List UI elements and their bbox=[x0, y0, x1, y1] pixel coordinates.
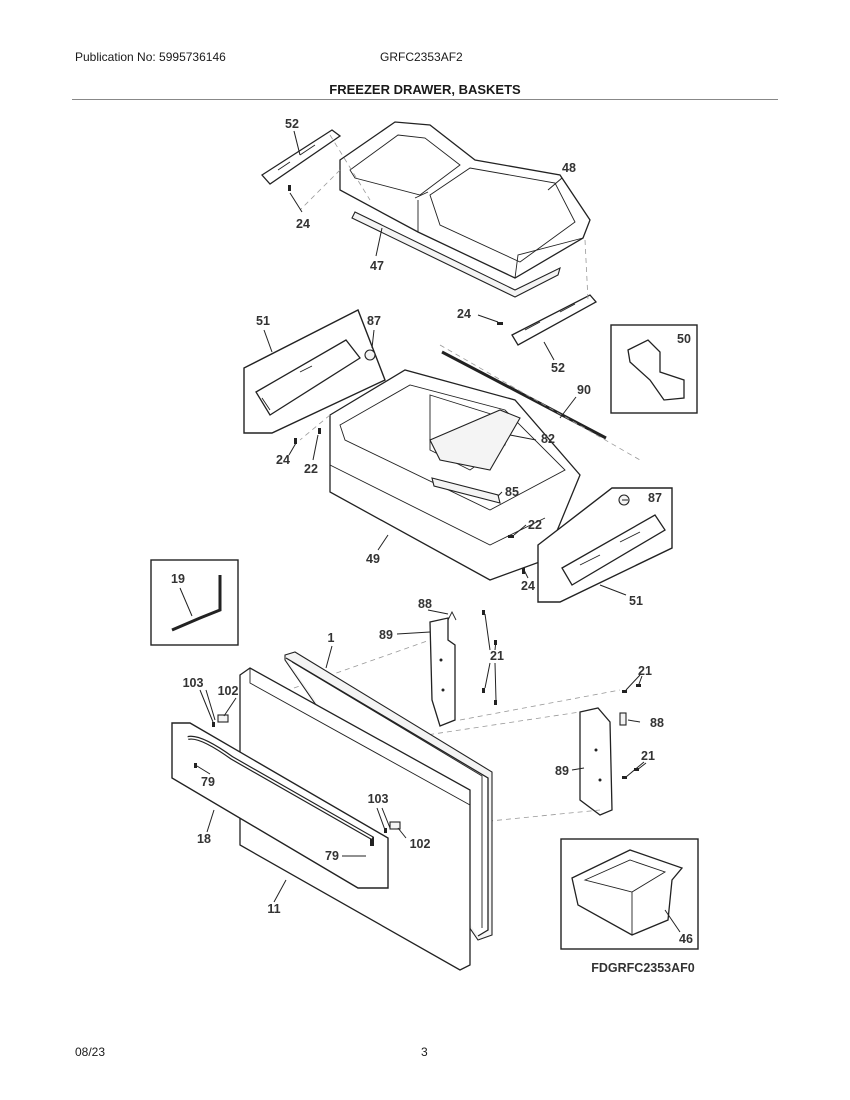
screws-21 bbox=[482, 610, 641, 779]
callout-46: 46 bbox=[679, 932, 693, 946]
diagram-code: FDGRFC2353AF0 bbox=[591, 961, 695, 975]
callout-48: 48 bbox=[562, 161, 576, 175]
callout-79-right: 79 bbox=[325, 849, 339, 863]
slide-rail-52-right bbox=[511, 294, 598, 346]
callout-102-left: 102 bbox=[218, 684, 239, 698]
callout-51-left: 51 bbox=[256, 314, 270, 328]
callout-50: 50 bbox=[677, 332, 691, 346]
callout-79-left: 79 bbox=[201, 775, 215, 789]
publication-number: Publication No: 5995736146 bbox=[75, 50, 226, 64]
pin-88-right bbox=[619, 712, 627, 726]
clip-22-left bbox=[318, 428, 321, 434]
callout-47: 47 bbox=[370, 259, 384, 273]
callout-leaders bbox=[179, 130, 681, 933]
bracket-box-50 bbox=[610, 324, 698, 414]
screw-24-top bbox=[288, 185, 291, 191]
callout-24-top: 24 bbox=[296, 217, 310, 231]
header-divider bbox=[72, 99, 778, 100]
callout-11: 11 bbox=[267, 902, 280, 916]
callout-18: 18 bbox=[197, 832, 211, 846]
callout-89-right: 89 bbox=[555, 764, 569, 778]
small-bin-box-46 bbox=[560, 838, 699, 950]
callout-90: 90 bbox=[577, 383, 591, 397]
model-number: GRFC2353AF2 bbox=[380, 50, 463, 64]
callout-24-mid: 24 bbox=[276, 453, 290, 467]
callout-87-right: 87 bbox=[648, 491, 662, 505]
door-bracket-89-left bbox=[429, 617, 456, 727]
callout-19: 19 bbox=[171, 572, 185, 586]
footer-page-number: 3 bbox=[421, 1045, 428, 1059]
page-title: FREEZER DRAWER, BASKETS bbox=[329, 82, 521, 97]
handle-box-18 bbox=[171, 722, 389, 889]
callout-21-right-top: 21 bbox=[638, 664, 652, 678]
slide-rail-52-left bbox=[261, 129, 342, 185]
callout-89-left: 89 bbox=[379, 628, 393, 642]
clip-22-right bbox=[508, 535, 514, 538]
screw-24-mid bbox=[294, 438, 297, 444]
callout-49: 49 bbox=[366, 552, 380, 566]
callout-22-left: 22 bbox=[304, 462, 318, 476]
screw-24-low bbox=[522, 568, 525, 574]
callout-22-right: 22 bbox=[528, 518, 542, 532]
rail-assembly-box-left bbox=[243, 309, 386, 434]
door-bracket-89-right bbox=[579, 707, 613, 816]
footer-date: 08/23 bbox=[75, 1045, 106, 1059]
callout-51-right: 51 bbox=[629, 594, 643, 608]
callout-21-right-low: 21 bbox=[641, 749, 655, 763]
upper-basket-48 bbox=[339, 121, 591, 279]
basket-divider-82 bbox=[429, 409, 521, 471]
callout-87-left: 87 bbox=[367, 314, 381, 328]
callout-52-top: 52 bbox=[285, 117, 299, 131]
rail-assembly-box-right bbox=[537, 487, 673, 603]
rod-90 bbox=[441, 350, 607, 440]
callout-24-rail: 24 bbox=[457, 307, 471, 321]
callout-88-left: 88 bbox=[418, 597, 432, 611]
callout-52-right: 52 bbox=[551, 361, 565, 375]
callout-103-left: 103 bbox=[183, 676, 204, 690]
basket-handle-85 bbox=[431, 477, 501, 504]
callout-82: 82 bbox=[541, 432, 555, 446]
callout-85: 85 bbox=[505, 485, 519, 499]
pin-88-left bbox=[447, 610, 457, 621]
basket-liner-47 bbox=[351, 211, 561, 298]
handle-clips-102-103 bbox=[212, 714, 401, 833]
callout-21-left: 21 bbox=[490, 649, 504, 663]
tool-box-19 bbox=[150, 559, 239, 646]
callout-24-low: 24 bbox=[521, 579, 535, 593]
callout-88-right: 88 bbox=[650, 716, 664, 730]
screw-24-rail bbox=[497, 322, 503, 325]
callout-1: 1 bbox=[328, 631, 335, 645]
callout-102-right: 102 bbox=[410, 837, 431, 851]
callout-103-right: 103 bbox=[368, 792, 389, 806]
